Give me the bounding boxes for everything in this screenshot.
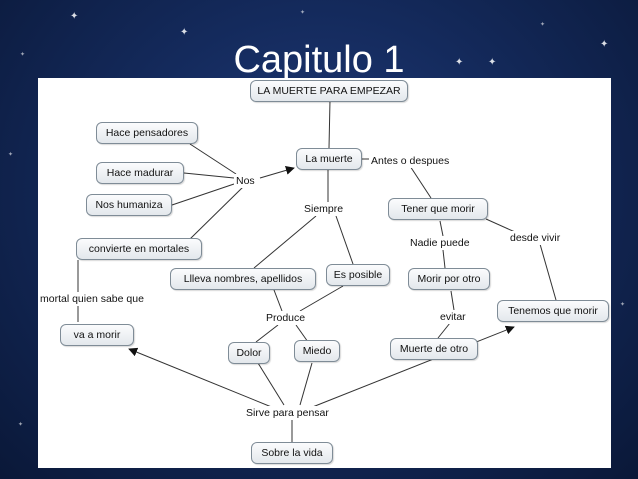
connector-line — [309, 325, 515, 409]
connector-line — [299, 285, 344, 312]
node-muerte-de-otro: Muerte de otro — [390, 338, 478, 360]
node-convierte: convierte en mortales — [76, 238, 202, 260]
node-morir-por-otro: Morir por otro — [408, 268, 490, 290]
connector-line — [259, 165, 295, 179]
connector-line — [450, 290, 455, 311]
node-hace-madurar: Hace madurar — [96, 162, 184, 184]
node-dolor: Dolor — [228, 342, 270, 364]
link-label-evitar: evitar — [438, 310, 468, 324]
node-la-muerte: La muerte — [296, 148, 362, 170]
node-sobre-la-vida: Sobre la vida — [251, 442, 333, 464]
connector-line — [257, 362, 285, 406]
star-decoration: ✦ — [620, 302, 626, 308]
link-label-nos: Nos — [234, 174, 257, 188]
link-label-desde-vivir: desde vivir — [508, 231, 563, 245]
connector-line — [171, 183, 235, 206]
concept-map-connectors — [77, 99, 557, 442]
node-es-posible: Es posible — [326, 264, 390, 286]
link-label-antes: Antes o despues — [369, 154, 452, 168]
connector-line — [299, 362, 313, 406]
connector-line — [128, 347, 275, 409]
link-label-sirve: Sirve para pensar — [244, 406, 331, 420]
node-lleva-nombres: Llleva nombres, apellidos — [170, 268, 316, 290]
link-label-mortal: mortal quien sabe que — [38, 292, 146, 306]
star-decoration: ✦ — [488, 57, 497, 68]
connector-line — [485, 218, 516, 233]
connector-line — [295, 324, 309, 343]
connector-line — [253, 215, 317, 269]
connector-line — [439, 220, 444, 237]
connector-line — [409, 165, 432, 199]
node-miedo: Miedo — [294, 340, 340, 362]
connector-line — [273, 289, 283, 312]
star-decoration: ✦ — [70, 11, 79, 22]
connector-line — [442, 249, 446, 269]
concept-map-panel: LA MUERTE PARA EMPEZAR La muerte Hace pe… — [38, 78, 611, 468]
connector-line — [328, 99, 331, 149]
star-decoration: ✦ — [455, 57, 464, 68]
slide-title: Capitulo 1 — [233, 39, 405, 81]
star-decoration: ✦ — [600, 39, 609, 50]
node-hace-pensadores: Hace pensadores — [96, 122, 198, 144]
link-label-siempre: Siempre — [302, 202, 346, 216]
connector-line — [335, 215, 354, 265]
star-decoration: ✦ — [300, 10, 306, 16]
connector-line — [437, 322, 451, 339]
node-tener-que-morir: Tener que morir — [388, 198, 488, 220]
node-nos-humaniza: Nos humaniza — [86, 194, 172, 216]
connector-line — [189, 185, 245, 240]
star-decoration: ✦ — [18, 422, 24, 428]
star-decoration: ✦ — [540, 22, 546, 28]
star-decoration: ✦ — [180, 27, 189, 38]
link-label-produce: Produce — [264, 311, 308, 325]
node-va-a-morir: va a morir — [60, 324, 134, 346]
connector-line — [183, 172, 235, 179]
node-tenemos-que-morir: Tenemos que morir — [497, 300, 609, 322]
connector-line — [189, 143, 237, 175]
star-decoration: ✦ — [8, 152, 14, 158]
link-label-nadie: Nadie puede — [408, 236, 472, 250]
star-decoration: ✦ — [20, 52, 26, 58]
connector-line — [539, 243, 557, 301]
connector-line — [255, 324, 279, 343]
node-root: LA MUERTE PARA EMPEZAR — [250, 80, 408, 102]
